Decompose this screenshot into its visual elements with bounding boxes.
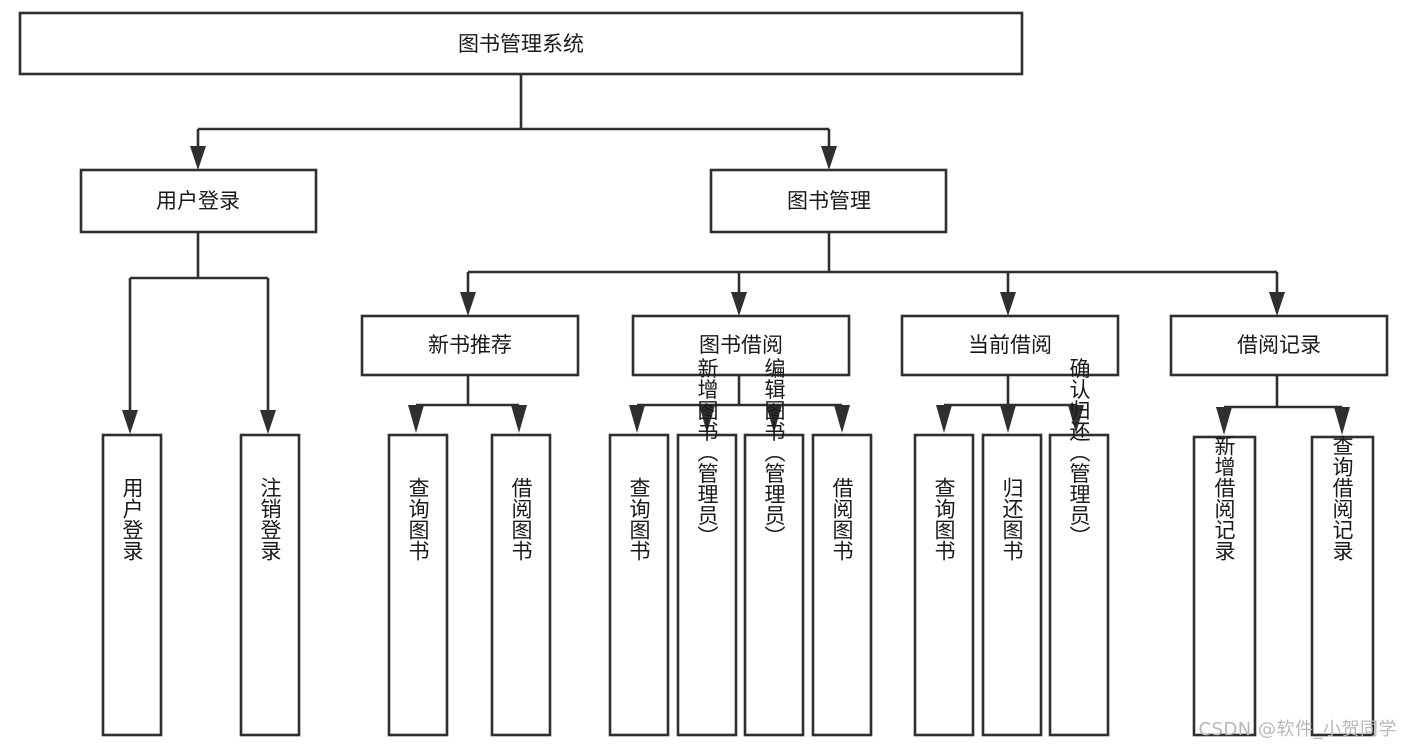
leaf-borrow-3-label: 编辑图书（管理员） xyxy=(762,358,786,547)
leaf-new-book-2[interactable]: 借阅图书 xyxy=(490,433,552,737)
node-new-book-recommend[interactable]: 新书推荐 xyxy=(360,314,580,377)
leaf-records-1-label: 新增借阅记录 xyxy=(1212,435,1236,561)
leaf-current-2-label: 归还图书 xyxy=(1000,477,1024,561)
node-new-book-recommend-label: 新书推荐 xyxy=(428,333,512,357)
leaf-current-1-box[interactable] xyxy=(913,433,975,737)
node-current-borrow-label: 当前借阅 xyxy=(968,333,1052,357)
node-current-borrow[interactable]: 当前借阅 xyxy=(900,314,1120,377)
leaf-borrow-1-box[interactable] xyxy=(608,433,670,737)
node-book-borrow-label: 图书借阅 xyxy=(699,333,783,357)
leaf-new-book-2-label: 借阅图书 xyxy=(509,477,533,561)
arrow-head-borrow-leaf-3 xyxy=(766,405,782,433)
node-user-login[interactable]: 用户登录 xyxy=(79,168,318,234)
arrow-head-newbook-leaf-1 xyxy=(408,405,424,433)
leaf-user-login-2-label: 注销登录 xyxy=(258,477,282,561)
connector-group-user-login xyxy=(122,232,276,434)
arrow-head-borrow-leaf-2 xyxy=(699,405,715,433)
leaf-new-book-1-box[interactable] xyxy=(387,433,449,737)
leaf-borrow-2[interactable]: 新增图书（管理员） xyxy=(676,358,738,737)
arrow-head-user-leaf-1 xyxy=(122,410,138,434)
leaf-borrow-1-label: 查询图书 xyxy=(627,477,651,561)
leaf-current-2[interactable]: 归还图书 xyxy=(981,433,1043,737)
leaf-current-1[interactable]: 查询图书 xyxy=(913,433,975,737)
leaf-user-login-1[interactable]: 用户登录 xyxy=(101,433,163,737)
node-new-book-recommend-box[interactable] xyxy=(360,314,580,377)
arrow-head-books-to-newbook xyxy=(460,292,476,316)
arrow-head-books-to-current xyxy=(1000,292,1016,316)
arrow-head-current-leaf-2 xyxy=(1000,405,1016,433)
arrow-head-borrow-leaf-4 xyxy=(834,405,850,433)
node-user-login-box[interactable] xyxy=(79,168,318,234)
node-book-borrow[interactable]: 图书借阅 xyxy=(631,314,851,377)
arrow-head-current-leaf-3 xyxy=(1068,405,1084,433)
leaf-current-1-label: 查询图书 xyxy=(932,477,956,561)
connector-group-borrow xyxy=(629,375,850,433)
arrow-head-root-to-books xyxy=(821,146,837,170)
leaf-borrow-2-box[interactable] xyxy=(676,433,738,737)
leaf-records-2-box[interactable] xyxy=(1310,435,1375,737)
node-book-borrow-box[interactable] xyxy=(631,314,851,377)
connector-group-current xyxy=(936,375,1084,433)
arrow-head-borrow-leaf-1 xyxy=(629,405,645,433)
connector-group-root xyxy=(190,74,837,170)
leaf-new-book-2-box[interactable] xyxy=(490,433,552,737)
arrow-head-records-leaf-2 xyxy=(1334,407,1350,435)
leaf-current-3-label: 确认归还（管理员） xyxy=(1067,358,1091,547)
node-borrow-records[interactable]: 借阅记录 xyxy=(1169,314,1389,377)
leaf-records-1-box[interactable] xyxy=(1192,435,1257,737)
leaf-borrow-3[interactable]: 编辑图书（管理员） xyxy=(743,358,805,737)
leaf-current-2-box[interactable] xyxy=(981,433,1043,737)
leaf-new-book-1-label: 查询图书 xyxy=(406,477,430,561)
leaf-user-login-2-box[interactable] xyxy=(239,433,301,737)
leaf-borrow-1[interactable]: 查询图书 xyxy=(608,433,670,737)
node-root[interactable]: 图书管理系统 xyxy=(18,11,1024,76)
leaf-borrow-3-box[interactable] xyxy=(743,433,805,737)
node-root-label: 图书管理系统 xyxy=(458,32,584,56)
arrow-head-user-leaf-2 xyxy=(260,410,276,434)
leaf-current-3-box[interactable] xyxy=(1048,433,1110,737)
leaf-user-login-2[interactable]: 注销登录 xyxy=(239,433,301,737)
node-book-management-box[interactable] xyxy=(709,168,948,234)
leaf-borrow-2-label: 新增图书（管理员） xyxy=(695,358,719,547)
node-borrow-records-box[interactable] xyxy=(1169,314,1389,377)
node-current-borrow-box[interactable] xyxy=(900,314,1120,377)
node-borrow-records-label: 借阅记录 xyxy=(1237,333,1321,357)
leaf-records-2[interactable]: 查询借阅记录 xyxy=(1310,435,1375,737)
connector-group-newbook xyxy=(408,375,527,433)
node-root-box[interactable] xyxy=(18,11,1024,76)
arrow-head-root-to-user xyxy=(190,146,206,170)
arrow-head-books-to-borrow xyxy=(731,292,747,316)
leaf-records-2-label: 查询借阅记录 xyxy=(1330,435,1354,561)
leaf-current-3[interactable]: 确认归还（管理员） xyxy=(1048,358,1110,737)
arrow-head-current-leaf-1 xyxy=(936,405,952,433)
leaf-user-login-1-box[interactable] xyxy=(101,433,163,737)
node-user-login-label: 用户登录 xyxy=(156,189,240,213)
leaf-user-login-1-label: 用户登录 xyxy=(120,477,144,561)
node-book-management-label: 图书管理 xyxy=(787,189,871,213)
connector-group-book-mgmt xyxy=(460,232,1285,316)
leaf-new-book-1[interactable]: 查询图书 xyxy=(387,433,449,737)
connector-group-records xyxy=(1216,375,1350,435)
arrow-head-newbook-leaf-2 xyxy=(511,405,527,433)
leaf-borrow-4[interactable]: 借阅图书 xyxy=(811,433,873,737)
node-book-management[interactable]: 图书管理 xyxy=(709,168,948,234)
leaf-records-1[interactable]: 新增借阅记录 xyxy=(1192,435,1257,737)
arrow-head-records-leaf-1 xyxy=(1216,407,1232,435)
leaf-borrow-4-label: 借阅图书 xyxy=(830,477,854,561)
csdn-watermark: CSDN @软件_小贺同学 xyxy=(1198,719,1397,740)
arrow-head-books-to-records xyxy=(1269,292,1285,316)
leaf-borrow-4-box[interactable] xyxy=(811,433,873,737)
